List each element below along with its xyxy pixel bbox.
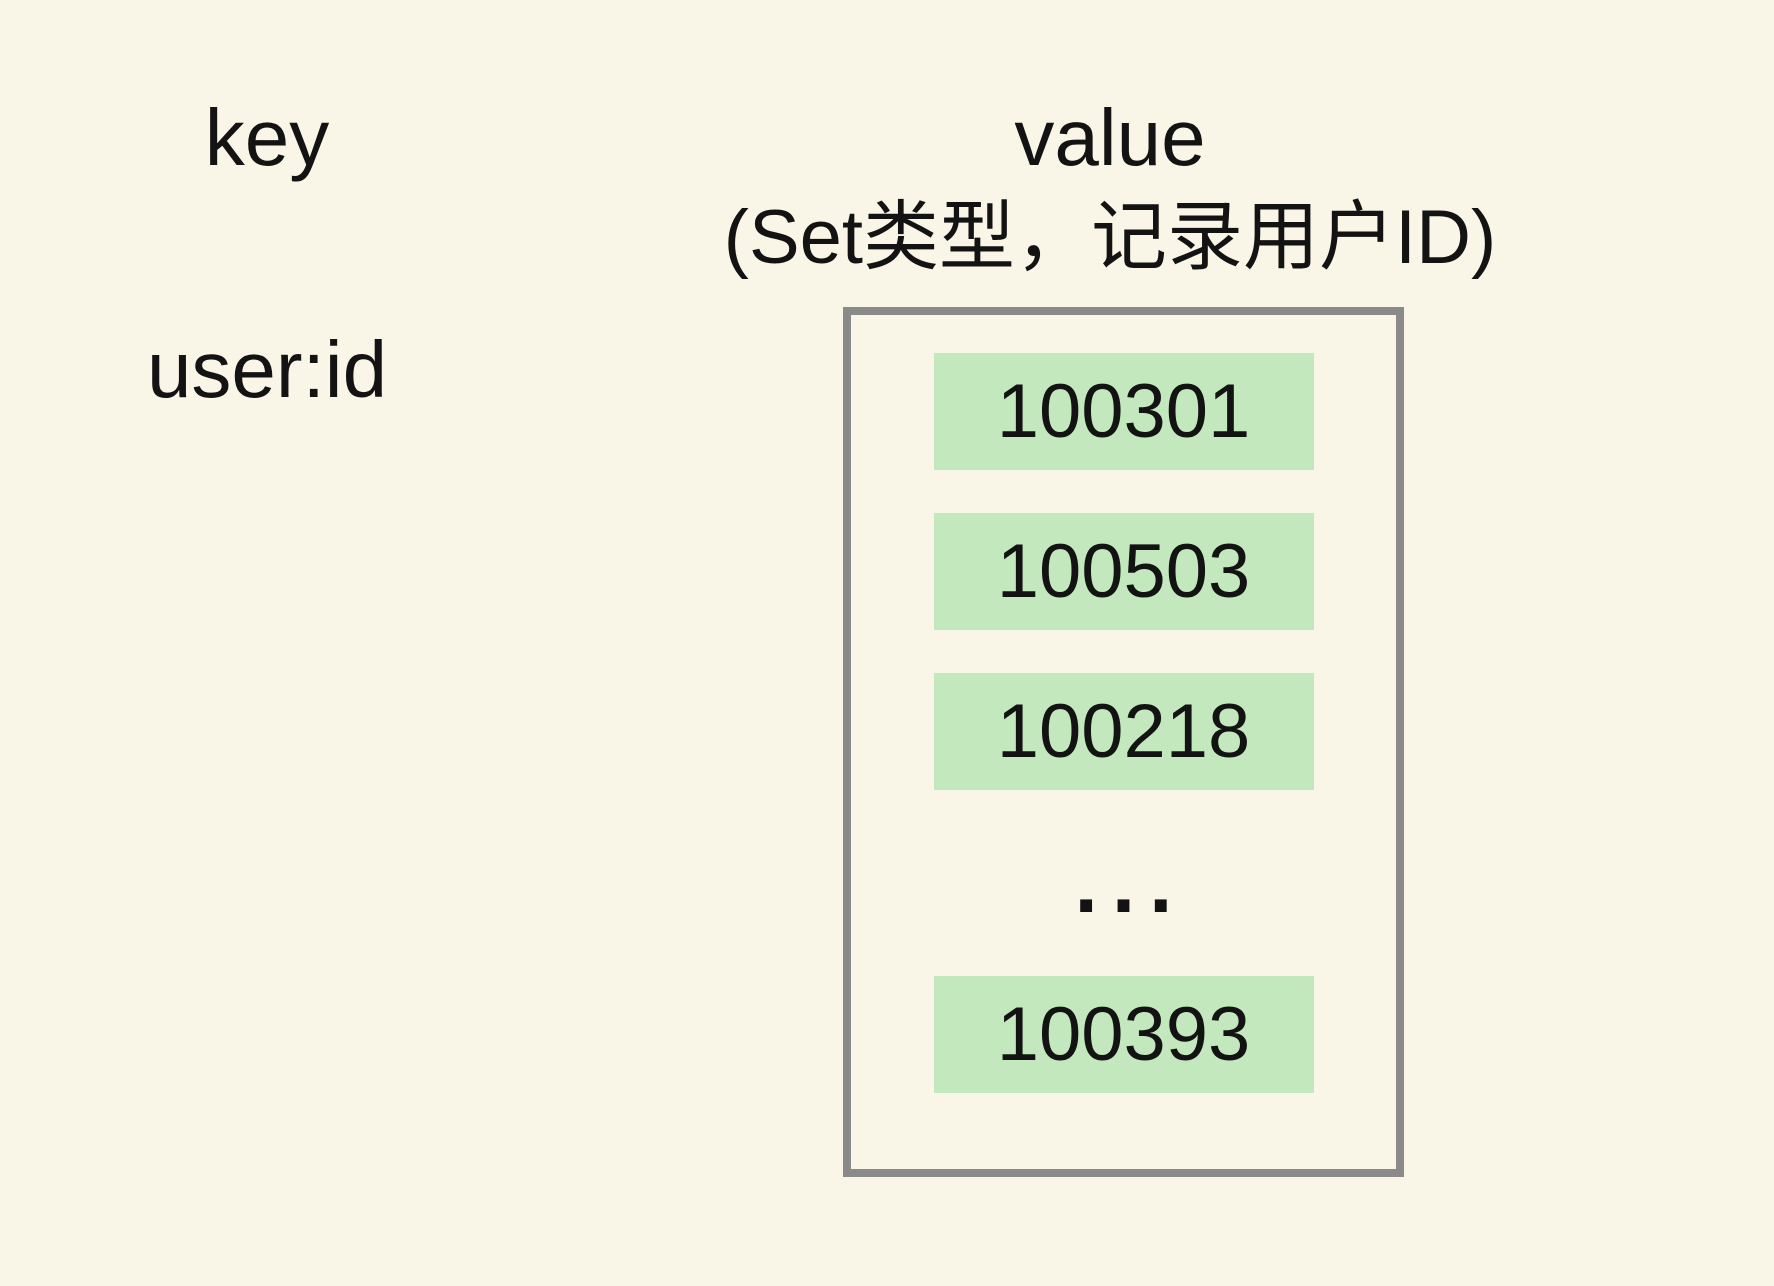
set-value-box: 100301 100503 100218 ... 100393 (843, 307, 1404, 1177)
set-member: 100301 (933, 353, 1314, 470)
ellipsis: ... (1074, 836, 1187, 930)
set-member: 100393 (933, 976, 1314, 1093)
value-header-subtitle: (Set类型，记录用户ID) (723, 195, 1497, 280)
set-member: 100503 (933, 513, 1314, 630)
set-member: 100218 (933, 673, 1314, 790)
value-column-header: value (Set类型，记录用户ID) (560, 88, 1660, 288)
key-name: user:id (146, 325, 388, 414)
value-header-title: value (1014, 93, 1206, 182)
key-column-header: key (204, 93, 330, 182)
